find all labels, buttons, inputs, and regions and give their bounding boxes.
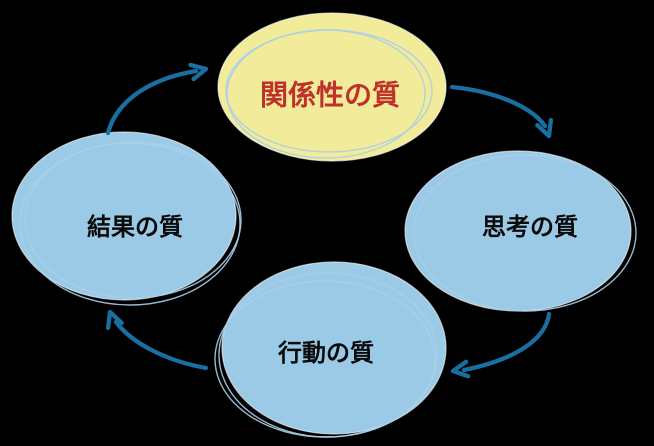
arrow-result-to-relationship [105,62,209,136]
node-action-quality: 行動の質 [214,261,447,438]
node-sketch-ring [214,280,436,438]
arrow-shaft [105,68,199,136]
arrow-head [105,309,124,331]
node-sketch-ring [413,154,637,312]
arrow-action-to-result [105,309,209,371]
arrow-shaft [461,311,552,373]
node-relationship-quality: 関係性の質 [217,12,447,162]
arrow-head [450,359,471,379]
node-shape [221,261,447,435]
node-label-result-quality: 結果の質 [87,213,183,241]
arrow-relationship-to-thinking [449,84,554,139]
node-sketch-ring [226,29,426,159]
arrow-head [535,117,554,139]
arrow-thinking-to-action [450,311,552,379]
node-sketch-ring [24,141,242,299]
arrow-head [188,62,209,82]
arrow-shaft [113,319,209,371]
node-label-action-quality: 行動の質 [277,339,374,367]
node-label-relationship-quality: 関係性の質 [260,79,400,112]
node-shape [11,131,237,301]
arrow-shaft [449,84,548,129]
node-shape [217,12,447,162]
node-result-quality: 結果の質 [11,131,242,306]
node-sketch-ring [19,142,241,306]
node-label-thinking-quality: 思考の質 [482,213,578,241]
node-thinking-quality: 思考の質 [404,150,637,312]
